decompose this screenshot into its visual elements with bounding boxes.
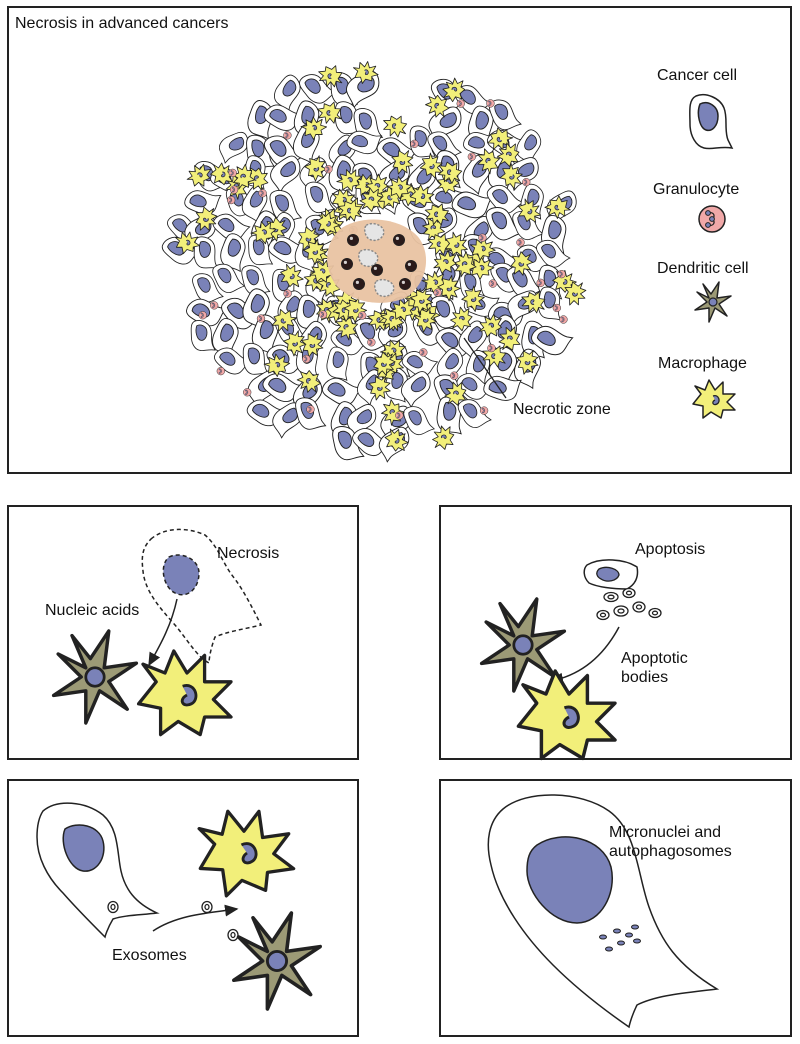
tumor-granulocyte <box>467 152 476 161</box>
nucleic-acids-label: Nucleic acids <box>45 602 140 619</box>
tumor-granulocyte <box>258 189 267 198</box>
necrosis-illustration <box>51 528 263 737</box>
tumor-granulocyte <box>318 310 328 319</box>
micronuclei-dots <box>599 924 641 952</box>
large-nucleus <box>526 836 613 924</box>
necrotic-body <box>346 233 360 247</box>
exosome-panel: Exosomes <box>7 779 359 1037</box>
tumor-granulocyte <box>256 314 266 323</box>
necrotic-body <box>370 263 384 277</box>
apoptosis-panel: Apoptosis Apoptotic bodies <box>439 505 792 761</box>
tumor-granulocyte <box>306 405 315 414</box>
tumor-granulocyte <box>488 279 497 288</box>
necrotic-zone-pointer <box>463 337 507 399</box>
exosome-illustration <box>36 801 323 1011</box>
tumor-granulocyte <box>367 338 376 347</box>
tumor-granulocyte <box>229 185 239 194</box>
tumor-granulocyte <box>302 354 311 364</box>
necrotic-zone-label: Necrotic zone <box>513 401 611 418</box>
necrotic-cell-outline <box>141 528 263 665</box>
tumor-granulocyte <box>456 99 465 108</box>
dendritic-cell <box>232 911 323 1011</box>
tumor-granulocyte <box>283 289 292 298</box>
tumor-granulocyte <box>216 366 225 376</box>
macrophage-icon <box>692 379 736 419</box>
tumor-granulocyte <box>486 99 495 108</box>
tumor-granulocyte <box>395 411 404 420</box>
tumor-granulocyte <box>198 311 207 320</box>
necrotic-body <box>352 277 366 291</box>
main-panel: Necrosis in advanced cancers Necrotic zo… <box>7 6 792 474</box>
tumor-cancer-cell <box>192 236 220 270</box>
tumor-granulocyte <box>552 303 561 313</box>
micronuclei-label: Micronuclei and autophagosomes <box>609 824 732 860</box>
tumor-granulocyte <box>557 270 566 279</box>
legend-dendritic-cell-label: Dendritic cell <box>657 260 749 277</box>
necrotic-body <box>398 277 412 291</box>
tumor-granulocyte <box>479 406 489 415</box>
apoptosis-label: Apoptosis <box>635 541 706 558</box>
micronuclei-illustration <box>487 794 720 1029</box>
granulocyte-icon <box>698 205 726 233</box>
tumor-granulocyte <box>522 178 531 187</box>
tumor-mass-illustration <box>158 58 587 463</box>
tumor-granulocyte <box>433 288 442 297</box>
micronuclei-panel: Micronuclei and autophagosomes <box>439 779 792 1037</box>
tumor-granulocyte <box>559 315 568 324</box>
apoptotic-bodies-label: Apoptotic bodies <box>621 650 688 686</box>
cancer-cell-icon <box>689 93 733 150</box>
exosome-cancer-cell <box>36 802 160 939</box>
tumor-granulocyte <box>243 388 252 397</box>
macrophage <box>136 649 233 737</box>
tumor-granulocyte <box>358 311 367 320</box>
tumor-granulocyte <box>478 233 487 242</box>
exosome-vesicles <box>107 900 239 942</box>
tumor-granulocyte <box>516 238 525 247</box>
necrotic-nucleus <box>162 554 200 596</box>
legend-macrophage-label: Macrophage <box>658 355 747 372</box>
tumor-cancer-cell <box>303 178 335 216</box>
tumor-granulocyte <box>450 371 459 380</box>
necrotic-body <box>404 259 418 273</box>
necrosis-label: Necrosis <box>217 545 280 562</box>
tumor-granulocyte <box>324 165 333 174</box>
tumor-macrophage <box>383 115 408 138</box>
exosome-arrow <box>152 904 239 932</box>
main-panel-title: Necrosis in advanced cancers <box>15 15 229 32</box>
tumor-granulocyte <box>536 278 545 287</box>
legend-granulocyte-label: Granulocyte <box>653 181 740 198</box>
macrophage <box>516 669 617 761</box>
macrophage <box>191 801 298 901</box>
tumor-granulocyte <box>410 139 419 148</box>
exosome-cell-nucleus <box>62 824 105 872</box>
necrotic-body <box>392 233 406 247</box>
exosomes-label: Exosomes <box>112 947 187 964</box>
necrotic-body <box>340 257 354 271</box>
apoptotic-bodies <box>596 587 662 621</box>
dendritic-cell <box>51 629 139 725</box>
apoptotic-nucleus <box>596 566 620 582</box>
apoptosis-illustration <box>479 559 662 761</box>
legend-cancer-cell-label: Cancer cell <box>657 67 738 84</box>
tumor-granulocyte <box>210 301 219 310</box>
dendritic-cell-icon <box>694 281 732 323</box>
tumor-granulocyte <box>487 343 496 353</box>
nucleic-acid-arrow <box>148 598 178 667</box>
tumor-granulocyte <box>228 168 237 178</box>
tumor-granulocyte <box>283 131 292 140</box>
tumor-granulocyte <box>419 348 428 357</box>
necrosis-panel: Necrosis Nucleic acids <box>7 505 359 760</box>
tumor-granulocyte <box>227 195 236 205</box>
